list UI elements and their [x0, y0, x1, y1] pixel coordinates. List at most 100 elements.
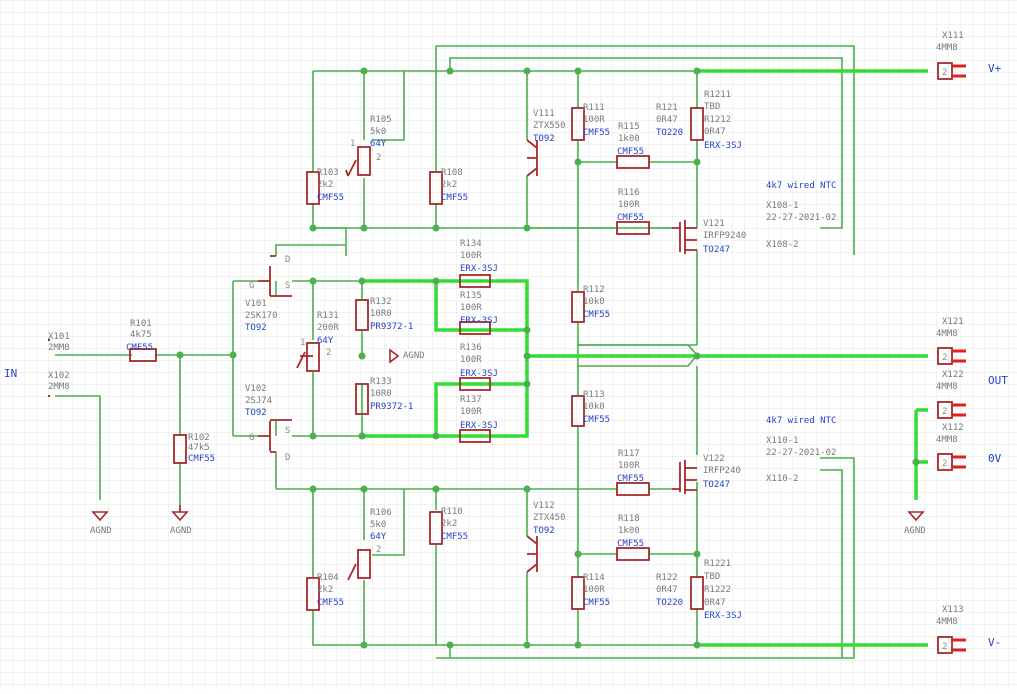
pin-label: 2 [942, 353, 947, 363]
value-label: 10R0 [370, 389, 392, 399]
package-label: TO92 [245, 408, 267, 418]
value-label: 0R47 [704, 598, 726, 608]
pin-label: 2 [942, 407, 947, 417]
value-label: 10k0 [583, 402, 605, 412]
ref-label: R136 [460, 343, 482, 353]
ref-label: V121 [703, 219, 725, 229]
ref-label: R134 [460, 239, 482, 249]
value-label: 1k00 [618, 526, 640, 536]
value-label: 100R [618, 200, 640, 210]
value-label: 2SJ74 [245, 396, 272, 406]
package-label: 64Y [370, 532, 387, 542]
ref-label: R133 [370, 377, 392, 387]
pin-label: G [249, 281, 254, 291]
pin-label: 2 [376, 545, 381, 555]
ntc-part-label: 22-27-2021-02 [766, 213, 836, 223]
package-label: ERX-3SJ [704, 611, 742, 621]
value-label: TBD [704, 102, 720, 112]
ref-label: R1221 [704, 559, 731, 569]
ref-label: R106 [370, 508, 392, 518]
value-label: 100R [583, 585, 605, 595]
package-label: TO92 [533, 526, 555, 536]
pin-label: 2 [942, 459, 947, 469]
package-label: TO220 [656, 598, 683, 608]
ref-label: R1222 [704, 585, 731, 595]
ref-label: R110 [441, 507, 463, 517]
package-label: TO92 [245, 323, 267, 333]
value-label: 2k2 [317, 585, 333, 595]
value-label: 4MM8 [936, 435, 958, 445]
value-label: 2k2 [441, 519, 457, 529]
ref-label: V112 [533, 501, 555, 511]
value-label: 2MM8 [48, 382, 70, 392]
bus-wires [362, 69, 928, 647]
value-label: 2k2 [441, 180, 457, 190]
value-label: 100R [460, 355, 482, 365]
ref-label: R117 [618, 449, 640, 459]
ref-label: R131 [317, 311, 339, 321]
value-label: 47k5 [188, 443, 210, 453]
ground-symbols [91, 348, 925, 522]
connector-pins [952, 64, 966, 652]
value-label: 5k0 [370, 127, 386, 137]
pin-label: 2 [376, 153, 381, 163]
value-label: TBD [704, 572, 720, 582]
package-label: 64Y [317, 336, 334, 346]
value-label: 10k0 [583, 297, 605, 307]
ntc-pin-label: X110-1 [766, 436, 799, 446]
gnd-label: AGND [403, 351, 425, 361]
pin-label: D [285, 453, 290, 463]
ref-label: R132 [370, 297, 392, 307]
package-label: ERX-3SJ [704, 141, 742, 151]
package-label: TO220 [656, 128, 683, 138]
package-label: TO247 [703, 245, 730, 255]
value-label: 2k2 [317, 180, 333, 190]
gnd-label: AGND [904, 526, 926, 536]
value-label: 2SK170 [245, 311, 278, 321]
package-label: CMF55 [617, 474, 644, 484]
value-label: 100R [460, 251, 482, 261]
net-label-zero: 0V [988, 452, 1002, 465]
package-label: ERX-3SJ [460, 264, 498, 274]
pin-label: S [285, 281, 290, 291]
net-label-in: IN [4, 367, 17, 380]
package-label: CMF55 [583, 128, 610, 138]
ref-label: R111 [583, 103, 605, 113]
ref-label: R122 [656, 573, 678, 583]
net-label-vplus: V+ [988, 62, 1002, 75]
package-label: CMF55 [441, 532, 468, 542]
ref-label: R108 [441, 168, 463, 178]
package-label: CMF55 [126, 343, 153, 353]
value-label: ZTX550 [533, 121, 566, 131]
pin-label: 2 [326, 348, 331, 358]
package-label: CMF55 [617, 539, 644, 549]
ref-label: R105 [370, 115, 392, 125]
value-label: 0R47 [656, 115, 678, 125]
ref-label: R118 [618, 514, 640, 524]
input-stubs [48, 339, 50, 397]
value-label: 1k00 [618, 134, 640, 144]
value-label: 2MM8 [48, 343, 70, 353]
ref-label: R101 [130, 319, 152, 329]
pin-label: D [285, 255, 290, 265]
pin-label: 1 [300, 338, 305, 348]
package-label: TO247 [703, 480, 730, 490]
value-label: 4MM8 [936, 329, 958, 339]
ref-label: X122 [942, 370, 964, 380]
part-bodies [129, 62, 953, 654]
value-label: 200R [317, 323, 339, 333]
package-label: CMF55 [441, 193, 468, 203]
net-label-vminus: V- [988, 636, 1001, 649]
labels: IN V+ OUT 0V V- AGND AGND AGND AGND X101… [4, 31, 1008, 652]
pin-label: G [249, 433, 254, 443]
package-label: TO92 [533, 134, 555, 144]
ntc-part-label: 22-27-2021-02 [766, 448, 836, 458]
ref-label: R114 [583, 573, 605, 583]
package-label: 64Y [370, 139, 387, 149]
pin-label: 2 [942, 68, 947, 78]
value-label: ZTX450 [533, 513, 566, 523]
ref-label: R113 [583, 390, 605, 400]
ref-label: R104 [317, 573, 339, 583]
